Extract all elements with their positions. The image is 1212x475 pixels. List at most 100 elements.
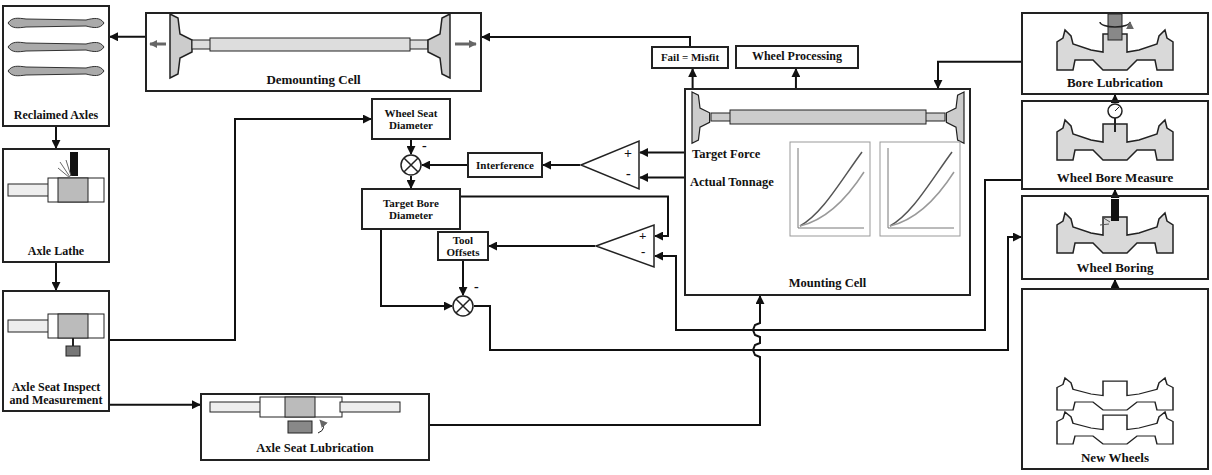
process-box: Tool Offsets (437, 231, 489, 261)
lathe-drawing (58, 178, 88, 202)
sign-label: - (422, 138, 427, 153)
demounting-drawing (150, 43, 166, 46)
flow-arrow (55, 127, 57, 148)
node-label: Fail = Misfit (661, 51, 719, 63)
node-label: Tool Offsets (444, 234, 482, 258)
flow-arrow (55, 263, 57, 290)
inspect-drawing (58, 314, 88, 338)
junction-outline (404, 158, 418, 172)
station-box: New Wheels (1021, 288, 1209, 470)
demounting-drawing (428, 14, 450, 78)
process-box: Wheel Processing (735, 45, 859, 69)
flow-arrow (461, 196, 668, 236)
flow-arrow (410, 176, 412, 188)
station-box: Axle Seat Lubrication (200, 393, 430, 461)
wheel-drawing (1114, 118, 1116, 132)
sign-label: + (639, 229, 646, 243)
wheel-drawing (1115, 107, 1119, 111)
flow-arrow (381, 230, 452, 306)
junction-outline (453, 296, 473, 316)
demounting-drawing (170, 14, 192, 78)
node-label: Axle Seat Inspect and Measurement (7, 381, 105, 407)
lathe-drawing (48, 178, 104, 202)
flow-arrow (410, 140, 412, 154)
station-box: Target ForceActual TonnageMounting Cell (684, 88, 971, 296)
mounting-drawing (798, 148, 864, 228)
inspect-drawing (72, 338, 74, 346)
flow-arrow (655, 180, 1021, 330)
process-box: Fail = Misfit (651, 46, 729, 69)
sign-label: + (624, 146, 632, 161)
demounting-drawing (150, 14, 476, 78)
station-box: Wheel Boring (1021, 195, 1209, 280)
flow-arrow (110, 119, 371, 340)
axle-drawing (8, 18, 104, 76)
flow-arrow (692, 69, 694, 88)
station-box: Axle Seat Inspect and Measurement (2, 290, 110, 412)
node-label: Interference (476, 159, 534, 171)
axle-drawing (8, 18, 104, 28)
wheel-drawing (1057, 378, 1173, 410)
triangle-outline (596, 225, 654, 267)
flow-arrow (422, 164, 467, 166)
flow-arrow (430, 296, 760, 425)
triangle-outline (581, 141, 639, 189)
sign-label: - (474, 279, 479, 294)
mounting-drawing (692, 92, 964, 236)
mounting-drawing (890, 172, 954, 226)
flow-arrow (482, 37, 690, 46)
lubrication-drawing (340, 402, 400, 412)
flow-arrow (640, 176, 684, 178)
flow-arrow (795, 69, 797, 88)
process-box: Interference (467, 152, 543, 178)
station-box: Wheel Bore Measure (1021, 100, 1209, 190)
wheel-drawing (1057, 412, 1173, 444)
inspect-drawing (8, 320, 50, 332)
node-label: Axle Seat Lubrication (205, 442, 425, 456)
flow-arrow (110, 404, 200, 406)
lubrication-drawing (288, 421, 312, 433)
node-label: Mounting Cell (689, 277, 966, 291)
station-box: Axle Lathe (2, 148, 110, 263)
lathe-drawing (70, 152, 78, 176)
junction-outline (452, 295, 474, 317)
summing-junction: - (400, 154, 422, 176)
node-label: Wheel Boring (1026, 261, 1204, 275)
comparator-triangle: +- (595, 224, 655, 268)
node-label: Target Force (692, 148, 760, 162)
flow-arrow (462, 261, 464, 295)
mounting-drawing (888, 148, 954, 228)
node-label: Target Bore Diameter (368, 197, 454, 221)
wheel-drawing (1108, 104, 1122, 118)
node-label: Wheel Processing (752, 50, 842, 63)
flow-arrow (110, 36, 145, 38)
node-label: Demounting Cell (150, 73, 477, 87)
mounting-drawing (880, 142, 960, 236)
node-label: Axle Lathe (7, 245, 105, 258)
mounting-drawing (790, 142, 870, 236)
node-label: Actual Tonnage (690, 176, 774, 190)
sign-label: - (626, 166, 631, 181)
lubrication-drawing (285, 397, 315, 417)
wheel-drawing (1111, 199, 1119, 221)
flow-arrow (543, 164, 580, 166)
station-box: Bore Lubrication (1021, 12, 1209, 95)
axle-drawing (8, 42, 104, 52)
flow-arrow (489, 245, 595, 247)
flow-arrow (1114, 280, 1116, 288)
node-label: Reclaimed Axles (7, 109, 105, 122)
mounting-drawing (692, 92, 710, 143)
station-box: Reclaimed Axles (2, 5, 110, 127)
lathe-drawing (8, 184, 50, 196)
process-box: Target Bore Diameter (361, 188, 461, 230)
flow-arrow (640, 151, 684, 153)
junction-outline (456, 299, 470, 313)
node-label: New Wheels (1026, 451, 1204, 465)
node-label: Wheel Seat Diameter (378, 107, 444, 131)
lathe-drawing (58, 160, 71, 178)
flow-arrow (474, 237, 1021, 350)
node-label: Bore Lubrication (1026, 76, 1204, 90)
lubrication-drawing (210, 402, 262, 412)
inspect-drawing (66, 346, 80, 356)
